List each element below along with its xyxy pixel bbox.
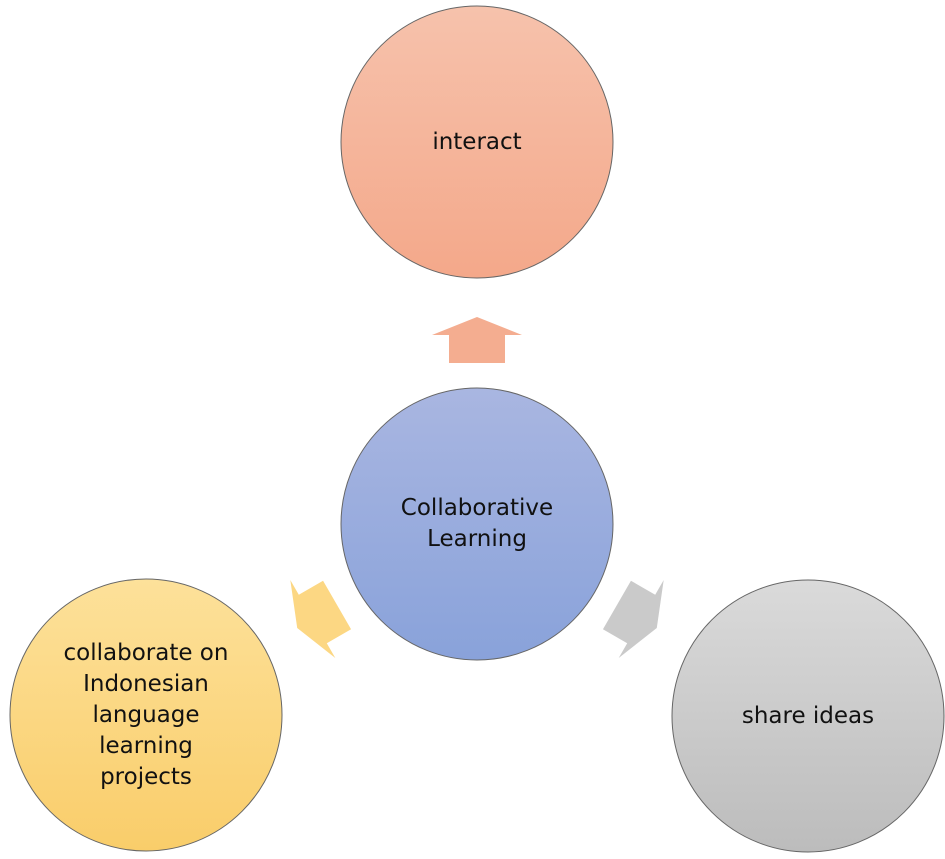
center-label: Collaborative Learning bbox=[400, 495, 554, 552]
node-interact-label: interact bbox=[432, 128, 522, 155]
node-collaborate-circle bbox=[9, 578, 283, 852]
center-circle bbox=[340, 387, 614, 661]
arrow-down-right-icon bbox=[602, 580, 664, 658]
arrow-down-left-icon bbox=[290, 580, 352, 658]
node-share-circle bbox=[671, 579, 945, 853]
node-interact-circle bbox=[340, 5, 614, 279]
arrow-up-icon bbox=[432, 317, 522, 363]
node-collaborate-label: collaborate on Indonesian language learn… bbox=[63, 639, 229, 790]
node-share-label: share ideas bbox=[741, 702, 875, 729]
